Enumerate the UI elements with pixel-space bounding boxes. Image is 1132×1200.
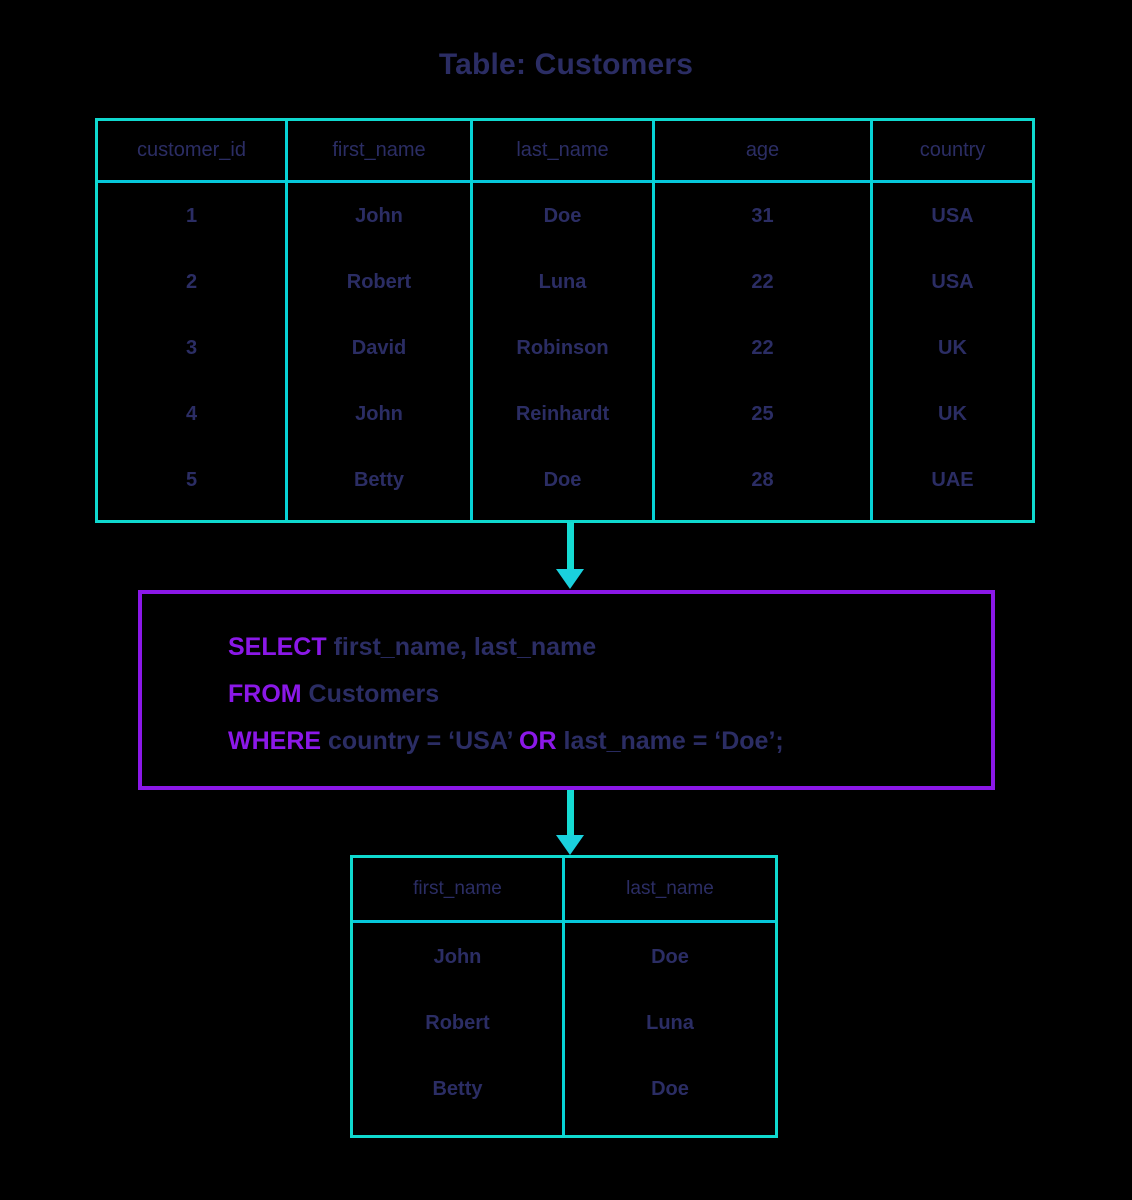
page-title: Table: Customers — [438, 48, 694, 81]
table-cell: Doe — [543, 204, 582, 227]
header-divider — [98, 180, 1032, 183]
column-divider-1 — [285, 121, 288, 520]
result-table-cell: John — [433, 945, 482, 968]
arrow-head-icon — [556, 835, 584, 855]
table-cell: John — [355, 402, 403, 425]
table-cell: Luna — [538, 270, 587, 293]
result-table-cell: Betty — [432, 1077, 483, 1100]
sql-query-box: SELECT first_name, last_name FROM Custom… — [138, 590, 995, 790]
result-table-cell: Doe — [651, 945, 689, 968]
sql-line-select: SELECT first_name, last_name — [228, 624, 981, 671]
sql-where-condition-1: country = ‘USA’ — [321, 727, 520, 755]
sql-from-table: Customers — [301, 680, 440, 708]
table-cell: 5 — [185, 468, 198, 491]
arrow-shaft — [567, 790, 574, 838]
table-cell: John — [355, 204, 403, 227]
column-header-country: country — [919, 139, 986, 161]
sql-keyword-or: OR — [519, 727, 557, 755]
arrow-query-to-result — [550, 790, 590, 858]
arrow-shaft — [567, 522, 574, 572]
table-cell: Doe — [543, 468, 582, 491]
table-cell: 4 — [185, 402, 198, 425]
column-header-last-name: last_name — [516, 139, 609, 161]
sql-line-from: FROM Customers — [228, 671, 981, 718]
sql-keyword-where: WHERE — [228, 727, 322, 755]
sql-select-columns: first_name, last_name — [326, 633, 597, 661]
table-cell: 22 — [751, 336, 774, 359]
table-cell: 22 — [751, 270, 774, 293]
table-cell: 3 — [185, 336, 198, 359]
column-header-age: age — [745, 139, 780, 161]
column-divider-4 — [870, 121, 873, 520]
table-cell: 2 — [185, 270, 198, 293]
column-divider-1 — [562, 858, 565, 1135]
arrow-table-to-query — [550, 522, 590, 590]
table-cell: Reinhardt — [515, 402, 610, 425]
result-table-cell: Robert — [425, 1011, 490, 1034]
table-cell: USA — [931, 270, 974, 293]
result-table: first_name last_name John Doe Robert Lun… — [350, 855, 778, 1138]
arrow-head-icon — [556, 569, 584, 589]
table-cell: UK — [938, 336, 967, 359]
table-cell: 1 — [185, 204, 198, 227]
column-header-first-name: first_name — [332, 139, 426, 161]
sql-keyword-from: FROM — [228, 680, 302, 708]
column-header-customer-id: customer_id — [137, 139, 246, 161]
result-column-header-first-name: first_name — [413, 878, 502, 899]
table-cell: UAE — [931, 468, 974, 491]
table-cell: Robinson — [516, 336, 609, 359]
table-cell: Robert — [346, 270, 412, 293]
customers-table: customer_id first_name last_name age cou… — [95, 118, 1035, 523]
sql-query-text: SELECT first_name, last_name FROM Custom… — [228, 624, 981, 765]
result-table-cell: Luna — [646, 1011, 694, 1034]
result-table-cell: Doe — [651, 1077, 689, 1100]
sql-keyword-select: SELECT — [228, 633, 327, 661]
table-cell: USA — [931, 204, 974, 227]
column-divider-2 — [470, 121, 473, 520]
table-cell: Betty — [353, 468, 404, 491]
result-column-header-last-name: last_name — [626, 878, 714, 899]
table-cell: UK — [938, 402, 967, 425]
table-cell: David — [351, 336, 407, 359]
sql-line-where: WHERE country = ‘USA’ OR last_name = ‘Do… — [228, 718, 981, 765]
table-cell: 25 — [751, 402, 774, 425]
sql-where-condition-2: last_name = ‘Doe’; — [556, 727, 784, 755]
column-divider-3 — [652, 121, 655, 520]
table-cell: 31 — [751, 204, 774, 227]
table-cell: 28 — [751, 468, 774, 491]
